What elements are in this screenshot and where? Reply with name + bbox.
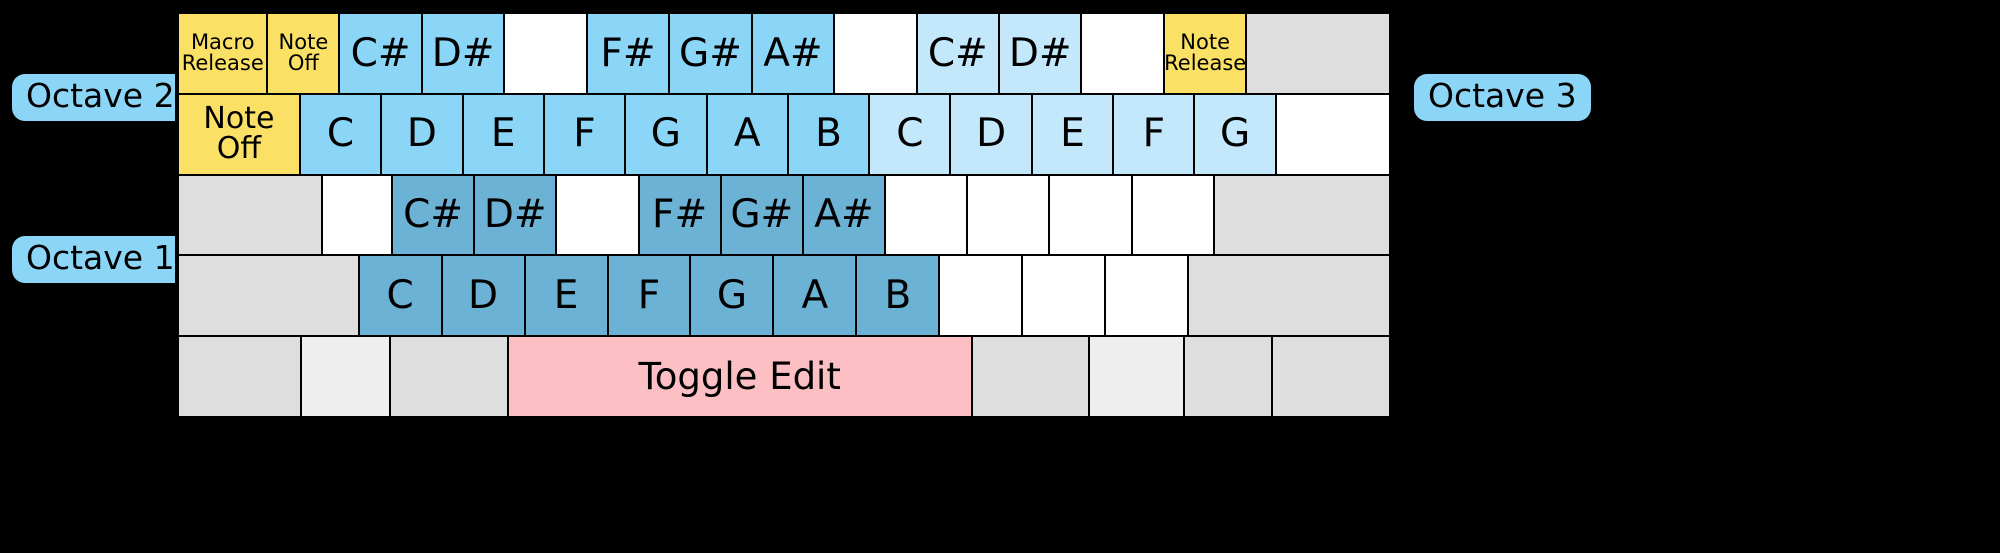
key-number-row-asharp-7[interactable]: A# <box>751 13 835 94</box>
octave-2-badge: Octave 2 <box>12 74 189 122</box>
key-zxcv-row-blank-10 <box>1105 255 1189 337</box>
key-number-row-blank-11 <box>1081 13 1164 94</box>
keyboard-row-asdf-row: C#D# F#G#A# <box>178 174 1391 256</box>
key-bottom-row-blank-6 <box>1183 336 1273 417</box>
key-zxcv-row-blank-9 <box>1022 255 1106 337</box>
key-asdf-row-dsharp-3[interactable]: D# <box>474 174 557 256</box>
key-asdf-row-blank-1 <box>322 174 393 256</box>
key-number-row-blank-13 <box>1246 13 1391 94</box>
key-bottom-row-blank-2 <box>390 336 508 417</box>
key-number-row-blank-8 <box>834 13 917 94</box>
key-asdf-row-gsharp-6[interactable]: G# <box>720 174 803 256</box>
key-zxcv-row-blank-8 <box>939 255 1023 337</box>
key-bottom-row-blank-4 <box>971 336 1090 417</box>
key-qwerty-row-d-9[interactable]: D <box>950 93 1032 175</box>
key-zxcv-row-g-5[interactable]: G <box>690 255 774 337</box>
key-qwerty-row-blank-13 <box>1275 93 1390 175</box>
key-zxcv-row-a-6[interactable]: A <box>773 255 857 337</box>
key-zxcv-row-d-2[interactable]: D <box>441 255 525 337</box>
key-asdf-row-asharp-7[interactable]: A# <box>802 174 886 256</box>
keyboard-row-bottom-row: Toggle Edit <box>178 336 1391 417</box>
key-zxcv-row-b-7[interactable]: B <box>856 255 940 337</box>
key-asdf-row-blank-12 <box>1213 174 1391 256</box>
key-number-row-csharp-2[interactable]: C# <box>339 13 422 94</box>
key-number-row-dsharp-3[interactable]: D# <box>421 13 505 94</box>
key-zxcv-row-blank-11 <box>1188 255 1390 337</box>
key-number-row-csharp-9[interactable]: C# <box>916 13 1000 94</box>
key-qwerty-row-e-10[interactable]: E <box>1031 93 1114 175</box>
key-bottom-row-blank-7 <box>1272 336 1391 417</box>
key-asdf-row-blank-10 <box>1049 174 1132 256</box>
key-asdf-row-blank-11 <box>1131 174 1214 256</box>
key-asdf-row-fsharp-5[interactable]: F# <box>638 174 721 256</box>
key-qwerty-row-d-2[interactable]: D <box>381 93 463 175</box>
key-qwerty-row-b-7[interactable]: B <box>787 93 870 175</box>
key-zxcv-row-c-1[interactable]: C <box>358 255 442 337</box>
key-qwerty-row-c-1[interactable]: C <box>299 93 382 175</box>
key-asdf-row-csharp-2[interactable]: C# <box>392 174 475 256</box>
key-number-row-blank-4 <box>504 13 587 94</box>
key-number-row-dsharp-10[interactable]: D# <box>999 13 1082 94</box>
key-bottom-row-blank-1 <box>301 336 390 417</box>
key-qwerty-row-a-6[interactable]: A <box>706 93 788 175</box>
key-qwerty-row-c-8[interactable]: C <box>869 93 951 175</box>
key-asdf-row-blank-9 <box>967 174 1050 256</box>
key-bottom-row-blank-0 <box>178 336 302 417</box>
key-qwerty-row-f-11[interactable]: F <box>1113 93 1195 175</box>
key-qwerty-row-g-12[interactable]: G <box>1194 93 1276 175</box>
key-zxcv-row-e-3[interactable]: E <box>524 255 608 337</box>
key-bottom-row-toggle-edit-3[interactable]: Toggle Edit <box>507 336 972 417</box>
octave-1-badge: Octave 1 <box>12 236 189 284</box>
key-asdf-row-blank-4 <box>556 174 639 256</box>
key-qwerty-row-e-3[interactable]: E <box>462 93 544 175</box>
key-qwerty-row-g-5[interactable]: G <box>625 93 707 175</box>
key-asdf-row-blank-0 <box>178 174 323 256</box>
key-number-row-gsharp-6[interactable]: G# <box>669 13 752 94</box>
key-qwerty-row-f-4[interactable]: F <box>543 93 626 175</box>
key-number-row-fsharp-5[interactable]: F# <box>586 13 670 94</box>
key-zxcv-row-f-4[interactable]: F <box>607 255 691 337</box>
key-bottom-row-blank-5 <box>1089 336 1184 417</box>
key-asdf-row-blank-8 <box>885 174 968 256</box>
key-zxcv-row-blank-0 <box>178 255 359 337</box>
octave-3-badge: Octave 3 <box>1414 74 1591 122</box>
